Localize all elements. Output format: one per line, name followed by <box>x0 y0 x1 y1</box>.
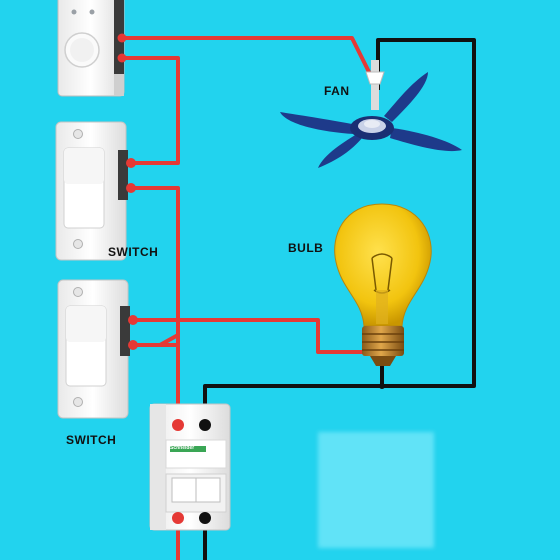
fan-speed-icon <box>71 9 95 15</box>
switch-top[interactable] <box>55 121 136 261</box>
fan-label: FAN <box>324 84 350 98</box>
switch-top-label: SWITCH <box>108 245 159 259</box>
glare-highlight <box>318 432 434 548</box>
fan-blade-left <box>280 112 354 134</box>
wire-regulator-to-switch <box>122 56 180 165</box>
light-bulb[interactable] <box>334 203 432 366</box>
fan-blade-bottom <box>318 132 362 168</box>
bulb-base <box>362 326 404 356</box>
wire-switch-to-breaker <box>134 333 180 425</box>
ceiling-fan[interactable] <box>280 60 462 168</box>
wire-neutral-fan <box>203 38 476 425</box>
switch-bottom[interactable] <box>57 279 138 419</box>
neutral-wires <box>203 38 476 560</box>
fan-blade-top <box>384 72 428 122</box>
switch-bottom-label: SWITCH <box>66 433 117 447</box>
bulb-label: BULB <box>288 241 324 255</box>
fan-blade-right <box>390 128 462 152</box>
wire-junctions <box>379 383 385 389</box>
breaker-brand-strip <box>170 446 206 452</box>
mcb-breaker[interactable] <box>149 403 231 531</box>
fan-regulator[interactable] <box>57 0 127 97</box>
live-wires <box>122 36 372 560</box>
breaker-brand-text: Schneider <box>170 445 195 451</box>
wire-switch-to-bulb <box>134 318 372 354</box>
wire-regulator-to-fan <box>122 36 372 75</box>
